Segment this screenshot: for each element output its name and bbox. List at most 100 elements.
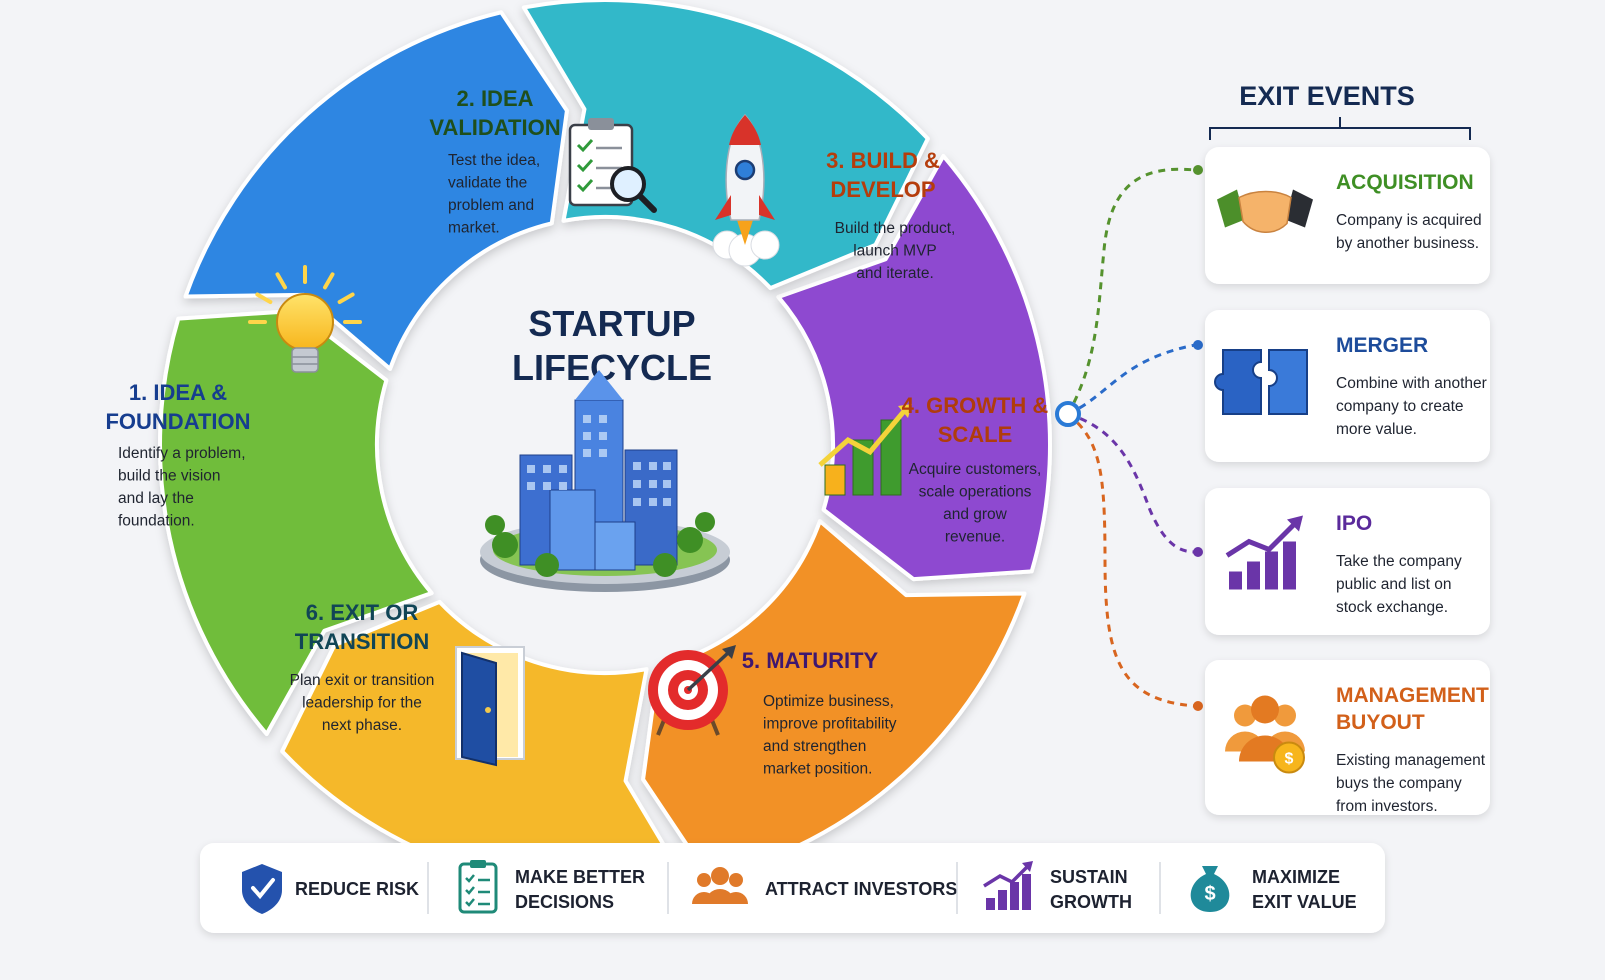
stage-5-title-line-1: 5. MATURITY bbox=[742, 648, 879, 673]
stage-4-desc-line-1: Acquire customers, bbox=[909, 461, 1042, 478]
stage-3-desc-line-2: launch MVP bbox=[853, 243, 937, 260]
stage-4-desc-line-2: scale operations bbox=[919, 484, 1032, 501]
exit-card-3-desc-line-3: stock exchange. bbox=[1336, 599, 1448, 616]
stage-3-title-line-2: DEVELOP bbox=[830, 177, 935, 202]
connector-2 bbox=[1067, 343, 1196, 416]
stage-5-desc-line-3: and strengthen bbox=[763, 738, 866, 755]
connector-dot-2 bbox=[1193, 340, 1203, 350]
connector-1 bbox=[1066, 167, 1196, 415]
benefit-3-label-line-1: ATTRACT INVESTORS bbox=[765, 879, 957, 899]
exit-card-1-title-line-1: ACQUISITION bbox=[1336, 171, 1474, 194]
growth-bars-icon bbox=[983, 861, 1033, 910]
stage-2-segment bbox=[158, 308, 434, 737]
center-title-line-1: STARTUP bbox=[528, 303, 695, 344]
exit-events-heading: EXIT EVENTS bbox=[1239, 81, 1415, 111]
stage-6-segment bbox=[521, 0, 930, 291]
benefit-2-label-line-1: MAKE BETTER bbox=[515, 867, 645, 887]
exit-card-2-desc-line-3: more value. bbox=[1336, 421, 1417, 438]
stage-6-title-line-2: TRANSITION bbox=[295, 629, 429, 654]
clipboard-magnifier-icon bbox=[568, 118, 657, 213]
benefit-2-label-line-2: DECISIONS bbox=[515, 892, 614, 912]
stage-1-title-line-1: 1. IDEA & bbox=[129, 380, 227, 405]
stage-6-desc-line-2: leadership for the bbox=[302, 695, 422, 712]
benefit-4-label-line-1: SUSTAIN bbox=[1050, 867, 1128, 887]
stage-2-desc-line-4: market. bbox=[448, 220, 500, 237]
stage-1-desc-line-2: build the vision bbox=[118, 468, 221, 485]
connector-hub bbox=[1055, 401, 1081, 427]
stage-3-title-line-1: 3. BUILD & bbox=[826, 148, 940, 173]
connector-dot-1 bbox=[1193, 165, 1203, 175]
stage-1: 1. IDEA & FOUNDATION Identify a problem, bu… bbox=[105, 265, 362, 530]
stage-3: 3. BUILD & DEVELOP Build the product, launc… bbox=[712, 113, 956, 282]
stage-4-title-line-2: SCALE bbox=[938, 422, 1013, 447]
stage-4-title-line-1: 4. GROWTH & bbox=[902, 393, 1049, 418]
stage-1-title-line-2: FOUNDATION bbox=[105, 409, 250, 434]
shield-check-icon bbox=[242, 864, 282, 914]
exit-card-background bbox=[1205, 488, 1490, 635]
stage-4-desc-line-3: and grow bbox=[943, 506, 1008, 523]
ring-contents: 1. IDEA & FOUNDATION Identify a problem, bu… bbox=[105, 86, 1048, 778]
stage-2-desc-line-3: problem and bbox=[448, 197, 534, 214]
people-group-icon bbox=[692, 867, 748, 904]
exit-card-4-title-line-1: MANAGEMENT bbox=[1336, 684, 1489, 707]
benefit-3: ATTRACT INVESTORS bbox=[692, 867, 957, 904]
stage-2-desc-line-1: Test the idea, bbox=[448, 152, 540, 169]
exit-card-4-title-line-2: BUYOUT bbox=[1336, 711, 1425, 734]
exit-card-2-title-line-1: MERGER bbox=[1336, 334, 1428, 357]
exit-card-4-desc-line-3: from investors. bbox=[1336, 798, 1438, 815]
exit-heading-bracket bbox=[1209, 117, 1471, 140]
benefit-2: MAKE BETTER DECISIONS bbox=[458, 860, 645, 914]
exit-card-2: MERGER Combine with another company to cre… bbox=[1205, 310, 1490, 462]
stage-5-desc-line-1: Optimize business, bbox=[763, 693, 894, 710]
rocket-icon bbox=[712, 113, 780, 267]
benefit-1: REDUCE RISK bbox=[242, 864, 419, 914]
exit-card-background bbox=[1205, 310, 1490, 462]
stage-6-desc-line-3: next phase. bbox=[322, 717, 402, 734]
team-dollar-icon: $ bbox=[1225, 695, 1305, 774]
bar-chart-up-icon bbox=[1225, 515, 1303, 590]
benefit-5-label-line-1: MAXIMIZE bbox=[1252, 867, 1340, 887]
exit-card-3: IPO Take the company public and list on sto… bbox=[1205, 488, 1490, 635]
center-hub: STARTUP LIFECYCLE bbox=[480, 303, 730, 592]
exit-card-1-desc-line-1: Company is acquired bbox=[1336, 212, 1482, 229]
stage-2-title-line-2: VALIDATION bbox=[429, 115, 560, 140]
exit-card-2-desc-line-2: company to create bbox=[1336, 398, 1464, 415]
handshake-icon bbox=[1217, 189, 1313, 233]
svg-text:$: $ bbox=[1285, 751, 1294, 768]
exit-card-4-desc-line-2: buys the company bbox=[1336, 775, 1462, 792]
stage-1-desc-line-3: and lay the bbox=[118, 490, 194, 507]
stage-6-desc-line-1: Plan exit or transition bbox=[290, 672, 435, 689]
target-icon bbox=[648, 645, 736, 736]
exit-events-panel: EXIT EVENTS ACQUISITION Company is acquir… bbox=[1205, 81, 1490, 815]
exit-card-background bbox=[1205, 147, 1490, 284]
exit-card-1: ACQUISITION Company is acquired by another… bbox=[1205, 147, 1490, 284]
connector-dot-4 bbox=[1193, 701, 1203, 711]
exit-connectors bbox=[1055, 165, 1203, 711]
stage-4-desc-line-4: revenue. bbox=[945, 529, 1005, 546]
puzzle-icon bbox=[1214, 349, 1308, 415]
exit-card-1-desc-line-2: by another business. bbox=[1336, 235, 1479, 252]
svg-text:$: $ bbox=[1204, 883, 1215, 905]
stage-3-desc-line-1: Build the product, bbox=[835, 220, 956, 237]
benefit-5: $ MAXIMIZE EXIT VALUE bbox=[1190, 866, 1357, 912]
growth-chart-icon bbox=[818, 404, 912, 496]
exit-card-3-title-line-1: IPO bbox=[1336, 512, 1372, 535]
light-bulb-icon bbox=[248, 265, 362, 373]
stage-1-desc-line-1: Identify a problem, bbox=[118, 445, 246, 462]
stage-1-desc-line-4: foundation. bbox=[118, 513, 195, 530]
stage-4: 4. GROWTH & SCALE Acquire customers, scale … bbox=[818, 393, 1049, 546]
benefit-5-label-line-2: EXIT VALUE bbox=[1252, 892, 1357, 912]
exit-card-3-desc-line-2: public and list on bbox=[1336, 576, 1451, 593]
stage-5-segment bbox=[776, 153, 1052, 582]
stage-3-desc-line-3: and iterate. bbox=[856, 265, 934, 282]
exit-card-background bbox=[1205, 660, 1490, 815]
benefit-1-label-line-1: REDUCE RISK bbox=[295, 879, 419, 899]
exit-card-3-desc-line-1: Take the company bbox=[1336, 553, 1462, 570]
city-buildings-icon bbox=[480, 370, 730, 592]
exit-card-2-desc-line-1: Combine with another bbox=[1336, 375, 1487, 392]
connector-4 bbox=[1067, 412, 1196, 708]
